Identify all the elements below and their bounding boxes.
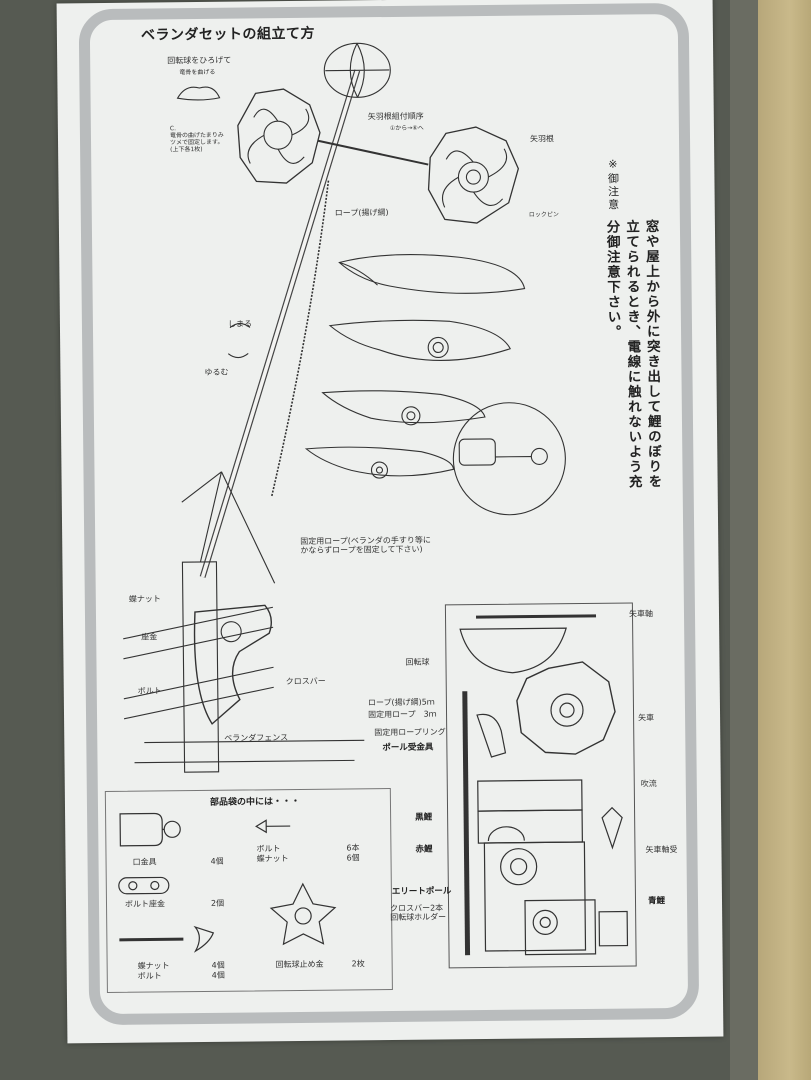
- label-wing-nut: 蝶ナット: [128, 594, 161, 604]
- label-rope: ロープ(揚げ綱): [334, 207, 389, 218]
- label-rotating-ball-sub: 竜骨を曲げる: [179, 68, 216, 77]
- inv-axle-receiver: 矢車軸受: [645, 845, 678, 855]
- elite-pole-icon: [462, 691, 471, 956]
- part-name-2: 蝶ナット: [256, 854, 289, 864]
- part-qty-0: 4個: [210, 856, 224, 866]
- label-wing-order: 矢羽根組付順序: [367, 111, 424, 122]
- label-bolt: ボルト: [137, 686, 162, 696]
- label-fixing-rope: 固定用ロープ(ベランダの手すり等に かならずロープを固定して下さい): [300, 535, 431, 556]
- parts-icons: [118, 812, 337, 953]
- axle-receiver-icon: [601, 806, 623, 850]
- part-name-0: 口金具: [132, 857, 157, 867]
- part-name-1: ボルト: [256, 844, 281, 854]
- inv-crossbar-holder: クロスバー2本 回転球ホルダー: [390, 903, 447, 923]
- inventory-illustration: [459, 614, 629, 956]
- inv-rope-ring: 固定用ロープリング: [374, 727, 446, 738]
- label-wing-order-sub: ①から→⑥へ: [389, 124, 424, 132]
- box-icon: [598, 910, 629, 947]
- label-rotating-ball-note: C. 竜骨の曲げたまりみ ツメで固定します。 (上下各1枚): [169, 125, 224, 153]
- label-tighten: しまる: [227, 319, 252, 329]
- parts-bag-box: 部品袋の中には・・・ 口金具 4個 ボルト 6本 蝶ナット 6個 ボルト座金 2…: [104, 788, 393, 993]
- inv-blue-carp: 青鯉: [647, 896, 666, 907]
- part-name-4: 蝶ナット: [137, 961, 170, 971]
- caution-text: 窓や屋上から外に突き出して鯉のぼりを立てられるとき、電線に触れないよう充分御注意…: [603, 219, 662, 490]
- part-qty-3: 2個: [210, 898, 225, 908]
- inventory-box: [444, 602, 637, 969]
- instruction-sheet: ベランダセットの組立て方: [56, 0, 724, 1044]
- wheel-icon: [516, 661, 616, 755]
- inv-streamer: 吹流: [640, 779, 657, 789]
- inv-pole-receiver: ポール受金具: [382, 742, 434, 754]
- axle-icon: [476, 614, 597, 619]
- inv-rotating-ball: 回転球: [405, 657, 430, 667]
- label-lock-pin: ロックピン: [528, 211, 559, 219]
- part-name-6: 回転球止め金: [275, 959, 324, 970]
- label-crossbar: クロスバー: [285, 676, 326, 687]
- label-rotating-ball-open: 回転球をひろげて: [167, 55, 232, 66]
- long-bolt-icon: [119, 937, 184, 942]
- label-veranda-fence: ベランダフェンス: [224, 733, 289, 743]
- inv-elite-pole: エリートポール: [391, 886, 452, 898]
- inv-rope1: ロープ(揚げ綱)5ｍ: [367, 697, 435, 708]
- bolt-washer-icon: [118, 876, 170, 895]
- inv-black-carp: 黒鯉: [415, 812, 433, 823]
- part-name-5: ボルト: [137, 971, 162, 981]
- mouthpiece-icon: [119, 812, 163, 847]
- label-wing: 矢羽根: [529, 134, 555, 144]
- streamer-icon: [477, 779, 583, 812]
- inv-rope2: 固定用ロープ 3ｍ: [367, 709, 437, 720]
- pole-receiver-icon: [476, 713, 507, 758]
- assembly-illustration: [123, 42, 566, 773]
- part-qty-2: 6個: [346, 853, 360, 863]
- part-qty-4: 4個: [211, 960, 225, 970]
- wing-nut-icon: [193, 925, 215, 953]
- blue-carp-icon: [524, 899, 597, 956]
- inv-axle: 矢車軸: [628, 609, 654, 619]
- inv-wheel: 矢車: [638, 713, 655, 723]
- inv-red-carp: 赤鯉: [415, 844, 433, 855]
- red-carp-icon: [483, 841, 587, 952]
- part-qty-5: 4個: [211, 970, 225, 980]
- ball-stopper-icon: [269, 882, 337, 946]
- part-qty-1: 6本: [346, 843, 360, 853]
- part-qty-6: 2枚: [351, 959, 365, 969]
- black-carp-icon: [477, 809, 583, 844]
- tatami-floor: [730, 0, 811, 1080]
- part-name-3: ボルト座金: [124, 899, 166, 909]
- label-loosen: ゆるむ: [204, 367, 229, 377]
- wing-bolt-icon: [255, 819, 291, 834]
- rotating-ball-icon: [459, 627, 567, 674]
- caution-mark: ※御注意: [606, 157, 620, 212]
- label-seat: 座金: [141, 632, 158, 642]
